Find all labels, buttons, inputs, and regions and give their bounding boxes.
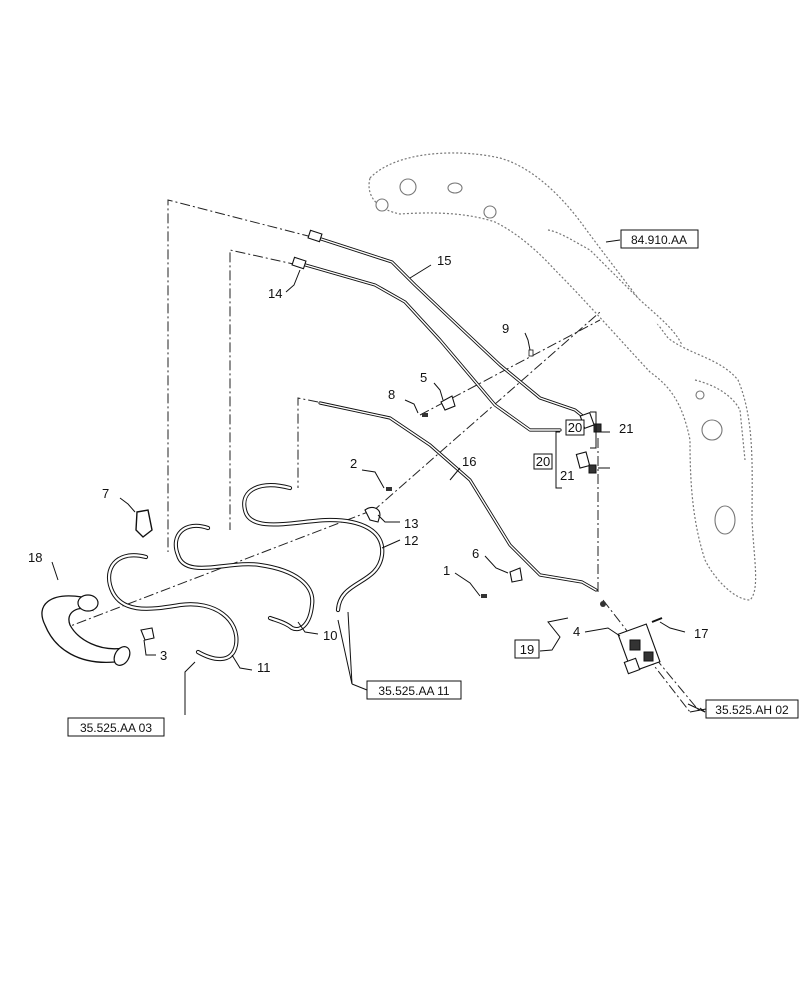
callout-4: 4 [573,624,580,639]
clamp-13 [364,506,381,523]
callout-10: 10 [323,628,337,643]
tube-16 [318,401,598,592]
hose-11 [106,553,239,662]
bolts [386,349,534,598]
ref-box-valve[interactable]: 35.525.AH 02 [705,699,799,719]
sleeve-18 [41,594,131,666]
clamp-6 [509,567,523,583]
callout-13: 13 [404,516,418,531]
callout-1: 1 [443,563,450,578]
svg-text:35.525.AA 11: 35.525.AA 11 [378,684,450,698]
tube-14 [291,256,562,432]
hose-10 [173,523,315,632]
callout-2: 2 [350,456,357,471]
tube-15 [307,229,587,420]
callout-18: 18 [28,550,42,565]
callout-box-20a: 20 [565,419,585,436]
svg-text:84.910.AA: 84.910.AA [631,233,687,247]
svg-text:19: 19 [520,642,534,657]
callout-21b: 21 [560,468,574,483]
svg-text:35.525.AH 02: 35.525.AH 02 [715,703,789,717]
assembly-lines [59,199,701,713]
svg-text:20: 20 [568,420,582,435]
callout-box-19: 19 [514,639,540,659]
bracket-20 [555,411,597,489]
callout-box-20b: 20 [533,453,553,470]
callout-17: 17 [694,626,708,641]
hose-12 [242,483,385,613]
clamp-5 [440,395,456,411]
clamp-3 [140,627,155,641]
callout-16: 16 [462,454,476,469]
ref-box-hose-right[interactable]: 35.525.AA 11 [366,680,462,700]
callout-8: 8 [388,387,395,402]
callout-12: 12 [404,533,418,548]
callout-9: 9 [502,321,509,336]
svg-text:20: 20 [536,454,550,469]
svg-text:35.525.AA 03: 35.525.AA 03 [80,721,152,735]
callout-14: 14 [268,286,282,301]
callout-7: 7 [102,486,109,501]
fitting-20-lower [575,451,597,474]
callout-6: 6 [472,546,479,561]
callout-15: 15 [437,253,451,268]
callout-11: 11 [257,660,271,675]
ref-box-boom[interactable]: 84.910.AA [620,229,699,249]
callout-21a: 21 [619,421,633,436]
ref-box-hose-left[interactable]: 35.525.AA 03 [67,717,165,737]
callout-5: 5 [420,370,427,385]
callout-3: 3 [160,648,167,663]
boom-arm [368,152,757,601]
leader-lines [51,239,706,715]
valve-block [600,601,663,675]
clip-7 [135,509,153,538]
